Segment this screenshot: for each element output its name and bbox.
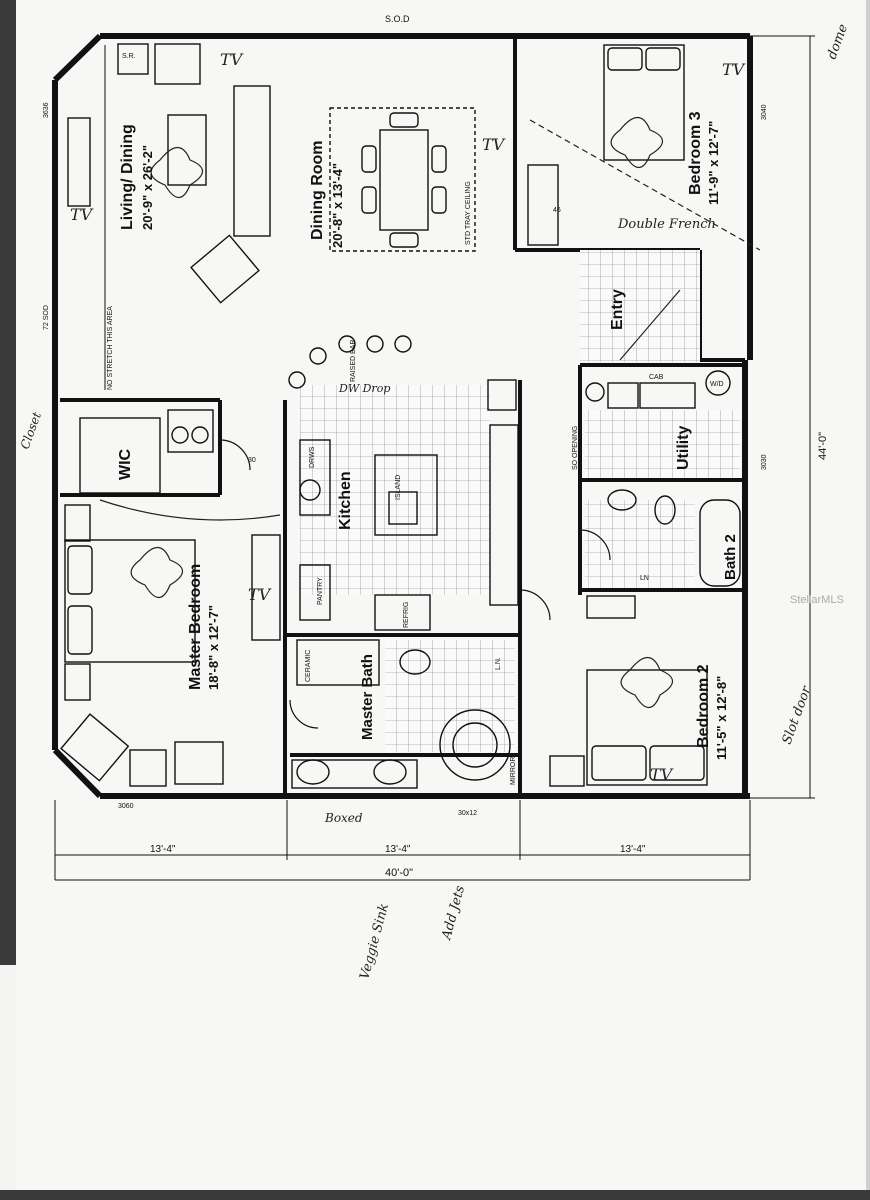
- note-30x12: 30x12: [458, 810, 477, 817]
- note-drws: DRWS: [309, 446, 316, 468]
- door-swings: [219, 439, 611, 729]
- masterbath-name: Master Bath: [359, 654, 376, 740]
- outer-walls: [52, 33, 753, 799]
- note-island: ISLAND: [395, 475, 402, 500]
- hw-tv-dining: TV: [482, 135, 506, 154]
- master-size: 18'-8" x 12'-7": [206, 605, 221, 690]
- note-wd: W/D: [710, 381, 724, 388]
- dim-13b: 13'-4": [385, 844, 411, 855]
- note-sod: S.O.D: [385, 14, 410, 24]
- bed2-size: 11'-5" x 12'-8": [714, 676, 729, 760]
- dim-40: 40'-0": [385, 867, 413, 879]
- bedroom2-bed: [549, 595, 708, 787]
- scan-edge-left: [0, 0, 16, 965]
- note-ln2: L.N.: [495, 657, 502, 670]
- watermark: StellarMLS: [790, 594, 844, 606]
- hw-tv-living: TV: [220, 50, 244, 69]
- note-ceramic: CERAMIC: [305, 650, 312, 682]
- bed3-size: 11'-9" x 12'-7": [706, 121, 721, 205]
- note-3030: 3030: [761, 454, 768, 470]
- dining-name: Dining Room: [309, 140, 326, 240]
- dim-13c: 13'-4": [620, 844, 646, 855]
- hw-boxed: Boxed: [324, 811, 363, 825]
- bath2-name: Bath 2: [722, 534, 739, 580]
- note-mirror: MIRROR: [510, 757, 517, 785]
- dining-table: [329, 107, 476, 252]
- note-46: 46: [553, 207, 561, 214]
- bed2-name: Bedroom 2: [695, 664, 712, 748]
- note-30: 30: [248, 457, 256, 464]
- entry-tile: [580, 250, 700, 362]
- wic-fixtures: [79, 409, 214, 494]
- note-no-stretch: NO STRETCH THIS AREA: [107, 306, 114, 390]
- room-labels: Living/ Dining 20'-9" x 26'-2" Dining Ro…: [117, 111, 739, 760]
- hw-tv-master: TV: [248, 585, 272, 604]
- note-cab: CAB: [649, 374, 664, 381]
- hw-double-french: Double French: [617, 217, 716, 232]
- scan-edge-right: [866, 0, 870, 1200]
- note-tray-ceiling: STD TRAY CEILING: [465, 181, 472, 245]
- hw-tv-living2: TV: [70, 205, 94, 224]
- dimension-lines: [54, 35, 815, 881]
- hw-dw-drop: DW Drop: [338, 382, 390, 395]
- hw-tv-bed2: TV: [650, 765, 674, 784]
- note-3040: 3040: [761, 104, 768, 120]
- kitchen-name: Kitchen: [337, 471, 354, 530]
- bath2-tile: [585, 500, 695, 588]
- utility-name: Utility: [675, 425, 692, 470]
- note-sr: S.R.: [122, 53, 136, 60]
- plan-notes: NO STRETCH THIS AREA STD TRAY CEILING RA…: [43, 14, 844, 879]
- entry-name: Entry: [609, 289, 626, 330]
- dim-13a: 13'-4": [150, 844, 176, 855]
- note-refrig: REFRIG: [403, 602, 410, 628]
- kitchen-tile: [300, 385, 490, 595]
- dining-size: 20'-8" x 13'-4": [330, 163, 345, 248]
- bed3-name: Bedroom 3: [687, 111, 704, 195]
- master-bed: [60, 504, 281, 787]
- note-ln: LN: [640, 575, 649, 582]
- utility-tile: [585, 410, 740, 478]
- bedroom3-bed: [527, 44, 685, 246]
- masterbath-tile: [385, 640, 515, 752]
- living-size: 20'-9" x 26'-2": [140, 145, 155, 230]
- master-name: Master Bedroom: [187, 564, 204, 690]
- scan-edge-bottom: [0, 1190, 870, 1200]
- hw-tv-bed3: TV: [722, 60, 746, 79]
- wic-name: WIC: [117, 448, 134, 480]
- ceiling-fan-marks: [99, 116, 761, 709]
- note-72sod: 72 SOD: [43, 305, 50, 330]
- note-so-opening: SO OPENING: [572, 426, 579, 470]
- living-name: Living/ Dining: [119, 124, 136, 230]
- note-3636: 3636: [43, 102, 50, 118]
- note-3060: 3060: [118, 803, 134, 810]
- kitchen-fixtures: [288, 335, 519, 631]
- bath-fixtures: [291, 370, 741, 789]
- note-raised-bar: RAISED BAR: [350, 340, 357, 382]
- living-furniture: [67, 43, 271, 304]
- dim-44: 44'-0": [817, 432, 829, 460]
- note-pantry: PANTRY: [317, 577, 324, 605]
